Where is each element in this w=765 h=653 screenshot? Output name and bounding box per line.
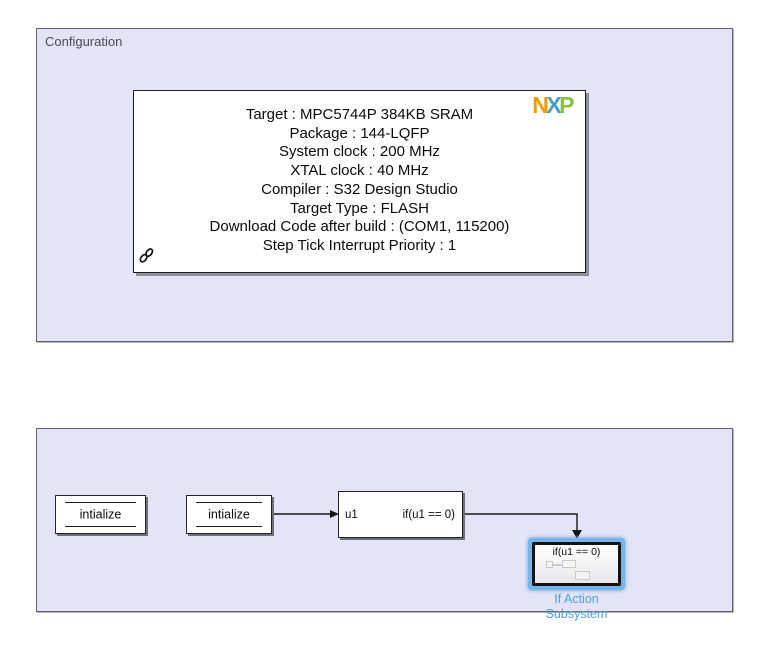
if-action-subsystem-name-label[interactable]: If Action Subsystem <box>545 592 608 621</box>
if-block-condition-label: if(u1 == 0) <box>402 508 455 521</box>
block-top-rule <box>65 502 136 503</box>
subsystem-preview-block-icon <box>562 560 576 568</box>
block-initialize-2-label: intialize <box>208 507 250 522</box>
config-block-text: Target : MPC5744P 384KB SRAM Package : 1… <box>134 106 585 256</box>
library-link-icon <box>138 247 155 269</box>
subsystem-preview-block-icon <box>575 571 590 580</box>
arrowhead-into-if-block[interactable] <box>330 510 339 518</box>
if-block-input-port-label: u1 <box>345 508 358 521</box>
signal-if-to-subsystem[interactable] <box>463 513 578 531</box>
block-initialize-1[interactable]: intialize <box>55 495 146 534</box>
nxp-logo: NXP <box>532 92 574 118</box>
if-block[interactable]: u1 if(u1 == 0) <box>338 491 463 538</box>
config-line-package: Package : 144-LQFP <box>289 124 430 142</box>
nxp-logo-letter-x: X <box>546 92 561 118</box>
block-initialize-2[interactable]: intialize <box>186 495 272 534</box>
block-top-rule <box>196 502 262 503</box>
config-line-target-type: Target Type : FLASH <box>290 199 429 217</box>
config-line-step-tick: Step Tick Interrupt Priority : 1 <box>262 236 457 254</box>
if-action-subsystem-block[interactable]: if(u1 == 0) <box>532 542 621 586</box>
block-initialize-1-label: intialize <box>79 507 122 522</box>
config-line-target: Target : MPC5744P 384KB SRAM <box>245 106 474 123</box>
subsystem-condition-label: if(u1 == 0) <box>552 546 601 558</box>
subsystem-preview-wire-icon <box>553 564 562 566</box>
if-action-subsystem-selection-highlight[interactable]: if(u1 == 0) <box>528 538 625 590</box>
configuration-area-label: Configuration <box>45 34 123 49</box>
subsystem-preview-inport-icon <box>546 561 553 568</box>
mbd-config-block[interactable]: NXP Target : MPC5744P 384KB SRAM Package… <box>133 90 586 273</box>
block-bottom-rule <box>196 526 262 527</box>
config-line-compiler: Compiler : S32 Design Studio <box>261 180 458 198</box>
block-bottom-rule <box>65 526 136 527</box>
config-line-xtal-clock: XTAL clock : 40 MHz <box>290 162 429 180</box>
nxp-logo-letter-p: P <box>559 92 574 118</box>
nxp-logo-letter-n: N <box>532 92 549 118</box>
config-line-system-clock: System clock : 200 MHz <box>279 143 440 161</box>
config-line-download-code: Download Code after build : (COM1, 11520… <box>209 218 510 236</box>
arrowhead-into-subsystem[interactable] <box>572 530 582 539</box>
